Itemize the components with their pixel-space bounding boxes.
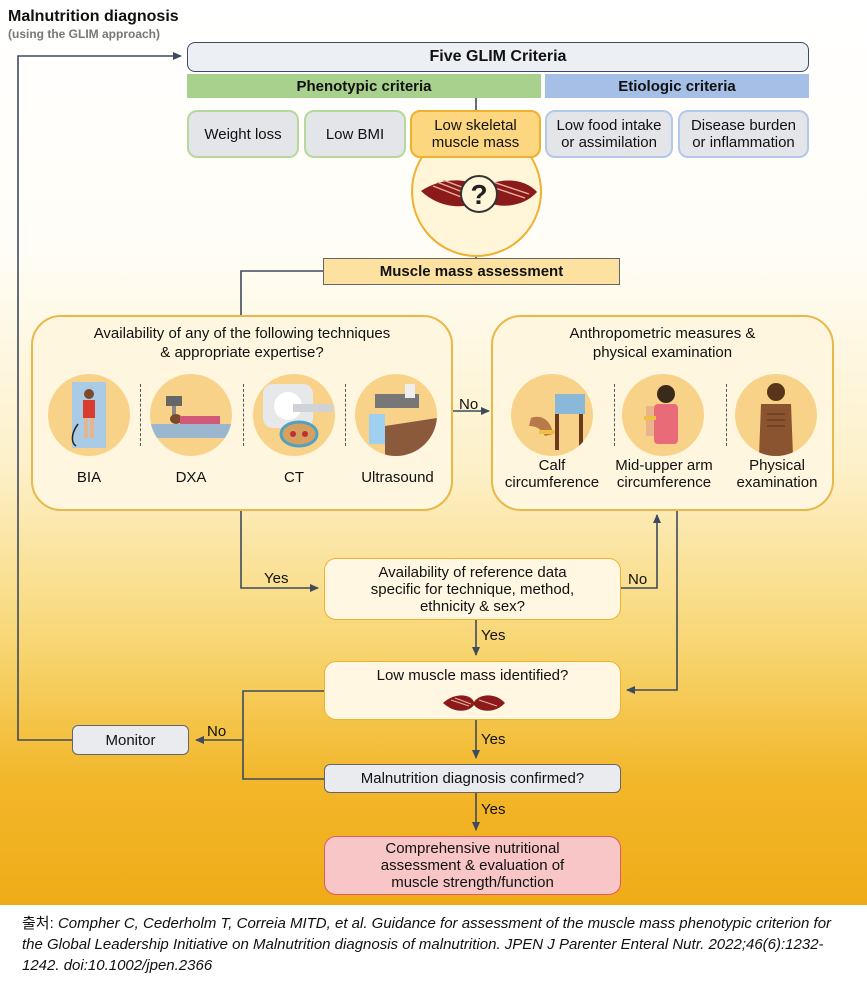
mid-arm-label: Mid-upper arm circumference (603, 457, 725, 491)
separator (243, 384, 244, 446)
physical-line1: Physical (749, 457, 805, 474)
diagnosis-confirmed-question: Malnutrition diagnosis confirmed? (324, 764, 621, 793)
citation-text: Compher C, Cederholm T, Correia MITD, et… (22, 915, 832, 974)
muscle-question-icon: ? (421, 175, 537, 213)
ultrasound-icon (355, 374, 437, 456)
disease-burden-criterion: Disease burden or inflammation (678, 110, 809, 158)
anthro-line2: physical examination (592, 344, 733, 361)
yes-label-techniques: Yes (264, 570, 289, 587)
techniques-question: Availability of any of the following tec… (33, 324, 451, 362)
mid-arm-line2: circumference (616, 474, 712, 491)
separator (726, 384, 727, 446)
techniques-box: Availability of any of the following tec… (31, 315, 453, 511)
final-line3: muscle strength/function (391, 874, 554, 891)
low-bmi-criterion: Low BMI (304, 110, 406, 158)
comprehensive-assessment-box: Comprehensive nutritional assessment & e… (324, 836, 621, 895)
techniques-line2: & appropriate expertise? (160, 344, 324, 361)
reference-data-question: Availability of reference data specific … (324, 558, 621, 620)
separator (345, 384, 346, 446)
mid-arm-line1: Mid-upper arm (615, 457, 713, 474)
yes-label-reference: Yes (481, 627, 506, 644)
calf-line2: circumference (504, 474, 600, 491)
low-food-intake-criterion: Low food intake or assimilation (545, 110, 673, 158)
low-skeletal-muscle-mass-criterion: Low skeletal muscle mass (410, 110, 541, 158)
ultrasound-label: Ultrasound (361, 469, 434, 486)
bia-icon (48, 374, 130, 456)
calf-measure-icon (511, 374, 593, 456)
low-food-line1: Low food intake (556, 117, 662, 134)
yes-label-confirmed: Yes (481, 801, 506, 818)
no-label-low-mass: No (207, 723, 227, 740)
mid-arm-measure-icon (622, 374, 704, 456)
anthropometric-box: Anthropometric measures & physical exami… (491, 315, 834, 511)
yes-label-low-mass: Yes (481, 731, 506, 748)
low-muscle-line1: Low skeletal (434, 117, 517, 134)
bia-label: BIA (76, 469, 102, 486)
physical-exam-label: Physical examination (725, 457, 829, 491)
dxa-icon (150, 374, 232, 456)
reference-line3: ethnicity & sex? (419, 597, 526, 615)
muscle-icon (443, 695, 505, 711)
citation: 출처: Compher C, Cederholm T, Correia MITD… (22, 913, 852, 976)
reference-line1: Availability of reference data (378, 563, 567, 581)
five-glim-criteria-box: Five GLIM Criteria (187, 42, 809, 72)
separator (140, 384, 141, 446)
physical-line2: examination (736, 474, 818, 491)
ct-icon (253, 374, 335, 456)
anthro-line1: Anthropometric measures & (569, 325, 756, 342)
no-label-techniques: No (459, 396, 479, 413)
calf-line1: Calf (538, 457, 566, 474)
svg-text:?: ? (470, 179, 487, 210)
final-line1: Comprehensive nutritional (385, 840, 560, 857)
phenotypic-criteria-band: Phenotypic criteria (187, 74, 541, 98)
muscle-mass-assessment-box: Muscle mass assessment (323, 258, 620, 285)
low-mass-text: Low muscle mass identified? (376, 667, 569, 684)
no-label-reference: No (628, 571, 648, 588)
calf-label: Calf circumference (493, 457, 611, 491)
techniques-line1: Availability of any of the following tec… (93, 325, 391, 342)
etiologic-criteria-band: Etiologic criteria (545, 74, 809, 98)
low-muscle-mass-question: Low muscle mass identified? (324, 661, 621, 720)
anthropometric-title: Anthropometric measures & physical exami… (493, 324, 832, 362)
weight-loss-criterion: Weight loss (187, 110, 299, 158)
disease-line2: or inflammation (692, 134, 795, 151)
diagram-title: Malnutrition diagnosis (8, 8, 179, 25)
reference-line2: specific for technique, method, (370, 580, 575, 598)
diagram-subtitle: (using the GLIM approach) (8, 27, 160, 41)
flow-connectors (17, 52, 678, 831)
disease-line1: Disease burden (690, 117, 797, 134)
monitor-box: Monitor (72, 725, 189, 755)
dxa-label: DXA (175, 469, 207, 486)
physical-exam-icon (735, 374, 817, 456)
low-muscle-line2: muscle mass (431, 134, 520, 151)
final-line2: assessment & evaluation of (380, 857, 565, 874)
separator (614, 384, 615, 446)
ct-label: CT (284, 469, 304, 486)
low-food-line2: or assimilation (561, 134, 657, 151)
citation-source-label: 출처: (22, 915, 54, 932)
